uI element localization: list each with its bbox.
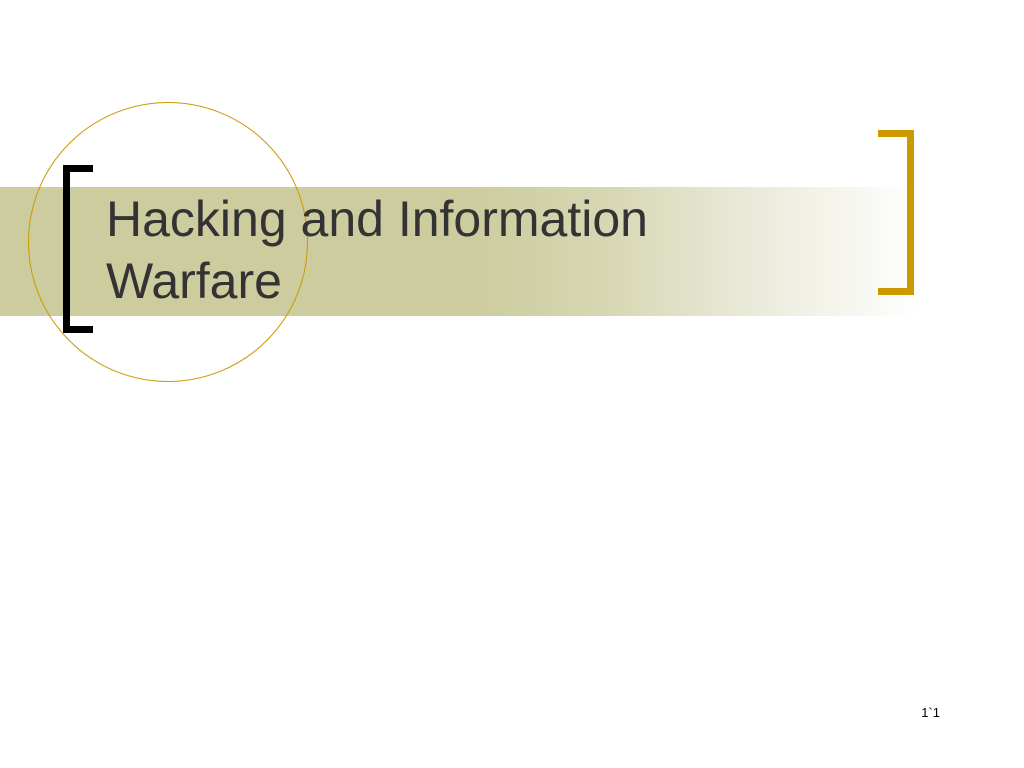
right-bracket-decoration <box>878 130 914 295</box>
slide-title: Hacking and Information Warfare <box>106 188 866 312</box>
slide-title-line-1: Hacking and Information <box>106 191 648 247</box>
slide-title-line-2: Warfare <box>106 253 282 309</box>
decorative-circle <box>28 102 308 382</box>
left-bracket-decoration <box>63 165 93 333</box>
page-number: 1`1 <box>921 705 940 720</box>
